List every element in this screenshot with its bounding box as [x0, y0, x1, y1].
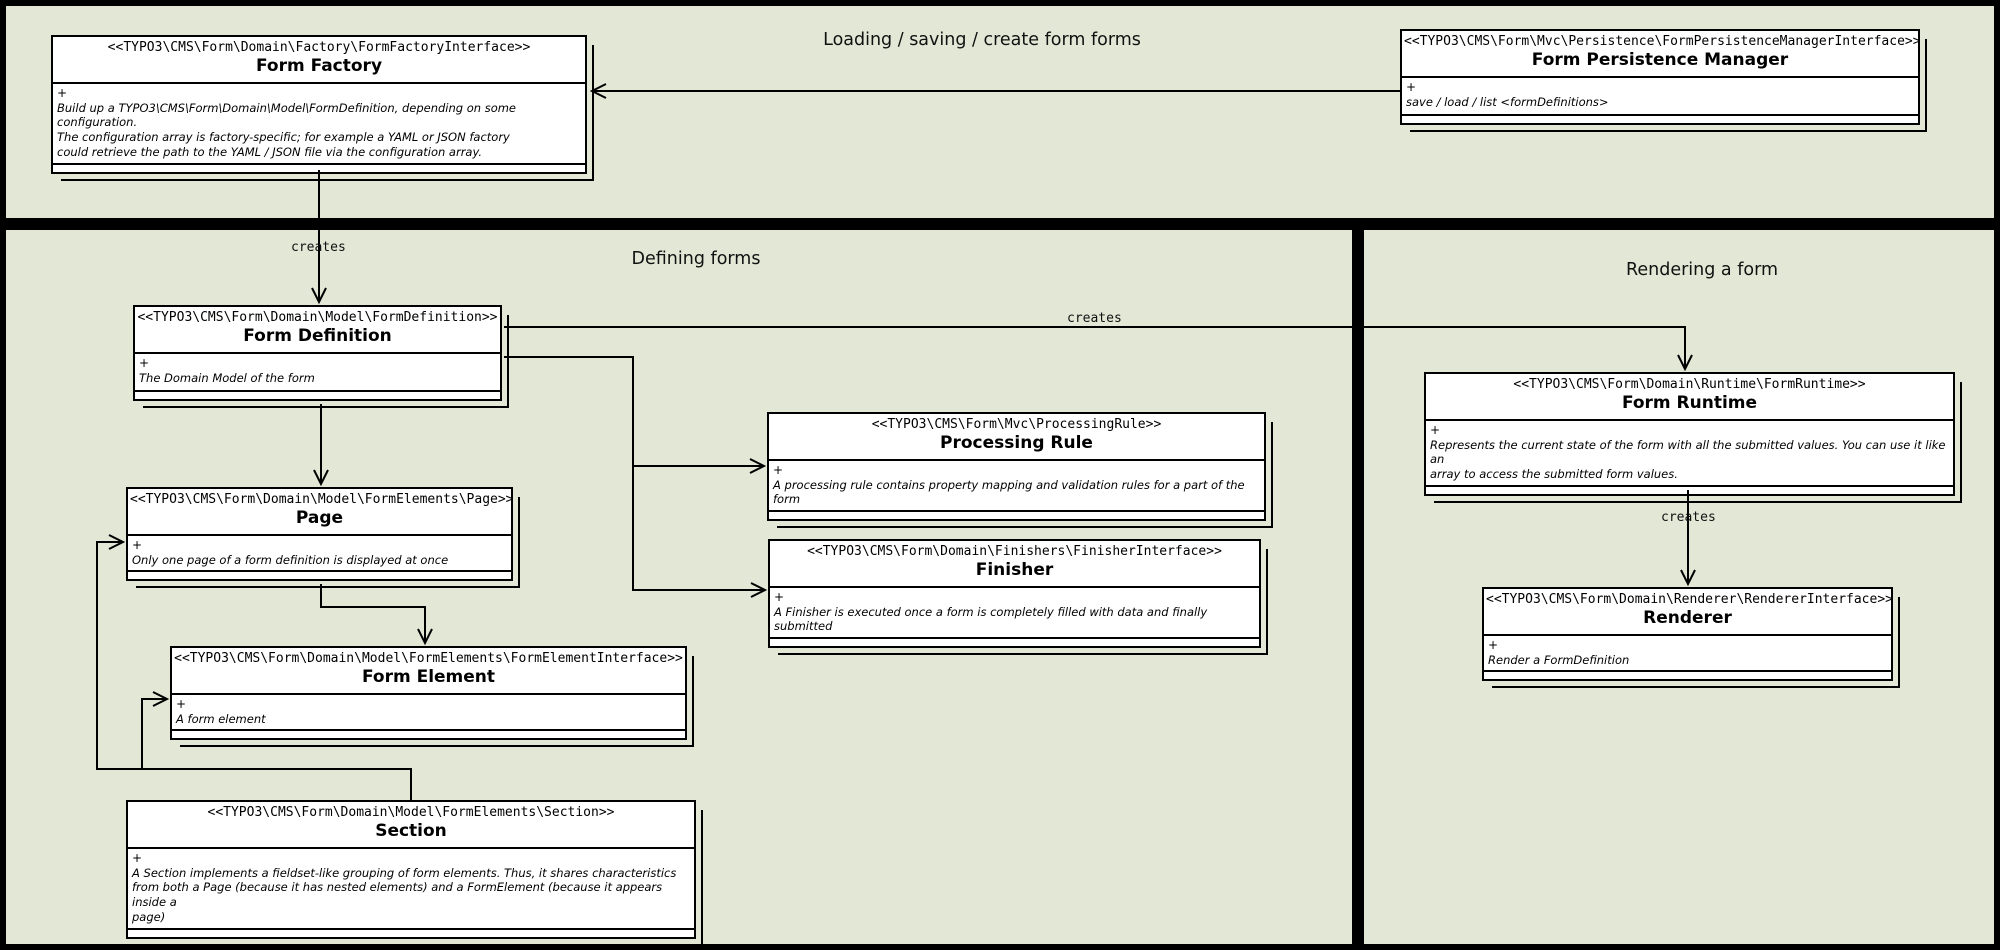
visibility-marker: + [1406, 79, 1417, 94]
class-stereotype: <<TYPO3\CMS\Form\Domain\Runtime\FormRunt… [1513, 377, 1866, 392]
class-description: Represents the current state of the form… [1430, 437, 1946, 482]
class-title: <<TYPO3\CMS\Form\Domain\Model\FormDefini… [135, 307, 500, 352]
class-empty-compartment [1484, 670, 1891, 680]
class-title: <<TYPO3\CMS\Form\Domain\Model\FormElemen… [172, 648, 685, 693]
class-name: Form Runtime [1621, 393, 1758, 414]
class-description-compartment: + Only one page of a form definition is … [128, 533, 511, 571]
class-box-form-runtime: <<TYPO3\CMS\Form\Domain\Runtime\FormRunt… [1424, 372, 1962, 504]
visibility-marker: + [132, 537, 143, 552]
edge-label-creates-factory-definition: creates [291, 240, 346, 255]
panel-title-loading-saving: Loading / saving / create form forms [823, 30, 1141, 50]
class-description-compartment: + save / load / list <formDefinitions> [1402, 75, 1918, 114]
class-description-compartment: + A processing rule contains property ma… [769, 458, 1264, 511]
class-stereotype: <<TYPO3\CMS\Form\Domain\Model\FormElemen… [174, 651, 683, 666]
visibility-marker: + [139, 355, 150, 370]
class-title: <<TYPO3\CMS\Form\Domain\Runtime\FormRunt… [1426, 374, 1953, 419]
class-stereotype: <<TYPO3\CMS\Form\Domain\Renderer\Rendere… [1486, 592, 1893, 607]
class-description: A form element [176, 711, 266, 726]
visibility-marker: + [57, 85, 68, 100]
class-title: <<TYPO3\CMS\Form\Mvc\ProcessingRule>> Pr… [769, 414, 1264, 459]
class-title: <<TYPO3\CMS\Form\Domain\Finishers\Finish… [770, 541, 1259, 586]
class-stereotype: <<TYPO3\CMS\Form\Domain\Model\FormElemen… [130, 492, 514, 507]
class-box-renderer: <<TYPO3\CMS\Form\Domain\Renderer\Rendere… [1482, 587, 1900, 689]
class-description-compartment: + The Domain Model of the form [135, 351, 500, 390]
edge-label-creates-definition-runtime: creates [1067, 311, 1122, 326]
class-name: Renderer [1643, 608, 1732, 629]
visibility-marker: + [1488, 637, 1499, 652]
class-box-page: <<TYPO3\CMS\Form\Domain\Model\FormElemen… [126, 487, 520, 589]
class-box-processing-rule: <<TYPO3\CMS\Form\Mvc\ProcessingRule>> Pr… [767, 412, 1273, 529]
class-stereotype: <<TYPO3\CMS\Form\Mvc\ProcessingRule>> [871, 417, 1162, 432]
visibility-marker: + [176, 696, 187, 711]
class-stereotype: <<TYPO3\CMS\Form\Domain\Factory\FormFact… [107, 40, 531, 55]
class-title: <<TYPO3\CMS\Form\Domain\Model\FormElemen… [128, 802, 694, 847]
class-box-form-element: <<TYPO3\CMS\Form\Domain\Model\FormElemen… [170, 646, 694, 748]
visibility-marker: + [773, 462, 784, 477]
class-title: <<TYPO3\CMS\Form\Domain\Model\FormElemen… [128, 489, 514, 534]
edge-label-creates-runtime-renderer: creates [1661, 510, 1716, 525]
class-title: <<TYPO3\CMS\Form\Domain\Factory\FormFact… [53, 37, 585, 82]
class-name: Processing Rule [940, 433, 1093, 454]
class-name: Form Factory [255, 56, 383, 77]
class-description: Render a FormDefinition [1488, 652, 1630, 667]
class-empty-compartment [1426, 485, 1953, 495]
class-box-form-definition: <<TYPO3\CMS\Form\Domain\Model\FormDefini… [133, 305, 509, 407]
panel-title-rendering-form: Rendering a form [1625, 260, 1779, 280]
class-box-form-factory: <<TYPO3\CMS\Form\Domain\Factory\FormFact… [51, 35, 594, 182]
class-name: Page [295, 508, 344, 529]
class-name: Form Element [361, 667, 496, 688]
class-empty-compartment [128, 928, 694, 938]
class-stereotype: <<TYPO3\CMS\Form\Domain\Finishers\Finish… [807, 544, 1222, 559]
class-description-compartment: + A Finisher is executed once a form is … [770, 585, 1259, 638]
class-description: Only one page of a form definition is di… [132, 552, 449, 567]
class-empty-compartment [769, 510, 1264, 520]
class-stereotype: <<TYPO3\CMS\Form\Domain\Model\FormDefini… [137, 310, 498, 325]
class-name: Form Persistence Manager [1531, 50, 1789, 71]
class-box-form-persistence-manager: <<TYPO3\CMS\Form\Mvc\Persistence\FormPer… [1400, 29, 1927, 131]
class-description: Build up a TYPO3\CMS\Form\Domain\Model\F… [57, 100, 517, 160]
visibility-marker: + [132, 850, 143, 865]
class-description-compartment: + A Section implements a fieldset-like g… [128, 846, 694, 929]
class-name: Finisher [975, 560, 1054, 581]
class-title: <<TYPO3\CMS\Form\Mvc\Persistence\FormPer… [1402, 31, 1921, 76]
class-empty-compartment [172, 729, 685, 739]
class-description: save / load / list <formDefinitions> [1406, 94, 1609, 109]
class-empty-compartment [135, 389, 500, 399]
class-box-section: <<TYPO3\CMS\Form\Domain\Model\FormElemen… [126, 800, 703, 947]
class-description: A Finisher is executed once a form is co… [774, 604, 1208, 634]
class-description-compartment: + Build up a TYPO3\CMS\Form\Domain\Model… [53, 81, 585, 164]
class-name: Form Definition [243, 326, 392, 347]
class-empty-compartment [53, 163, 585, 173]
class-stereotype: <<TYPO3\CMS\Form\Mvc\Persistence\FormPer… [1404, 34, 1921, 49]
class-description-compartment: + Render a FormDefinition [1484, 633, 1891, 671]
visibility-marker: + [1430, 422, 1441, 437]
visibility-marker: + [774, 589, 785, 604]
class-description-compartment: + Represents the current state of the fo… [1426, 418, 1953, 486]
class-title: <<TYPO3\CMS\Form\Domain\Renderer\Rendere… [1484, 589, 1893, 634]
class-empty-compartment [770, 637, 1259, 647]
class-description: The Domain Model of the form [139, 370, 315, 385]
class-empty-compartment [1402, 113, 1918, 123]
class-description: A Section implements a fieldset-like gro… [132, 865, 677, 925]
class-description-compartment: + A form element [172, 692, 685, 730]
class-empty-compartment [128, 570, 511, 580]
class-description: A processing rule contains property mapp… [773, 477, 1245, 507]
panel-title-defining-forms: Defining forms [631, 249, 761, 269]
class-box-finisher: <<TYPO3\CMS\Form\Domain\Finishers\Finish… [768, 539, 1268, 656]
class-name: Section [375, 821, 447, 842]
class-stereotype: <<TYPO3\CMS\Form\Domain\Model\FormElemen… [207, 805, 615, 820]
